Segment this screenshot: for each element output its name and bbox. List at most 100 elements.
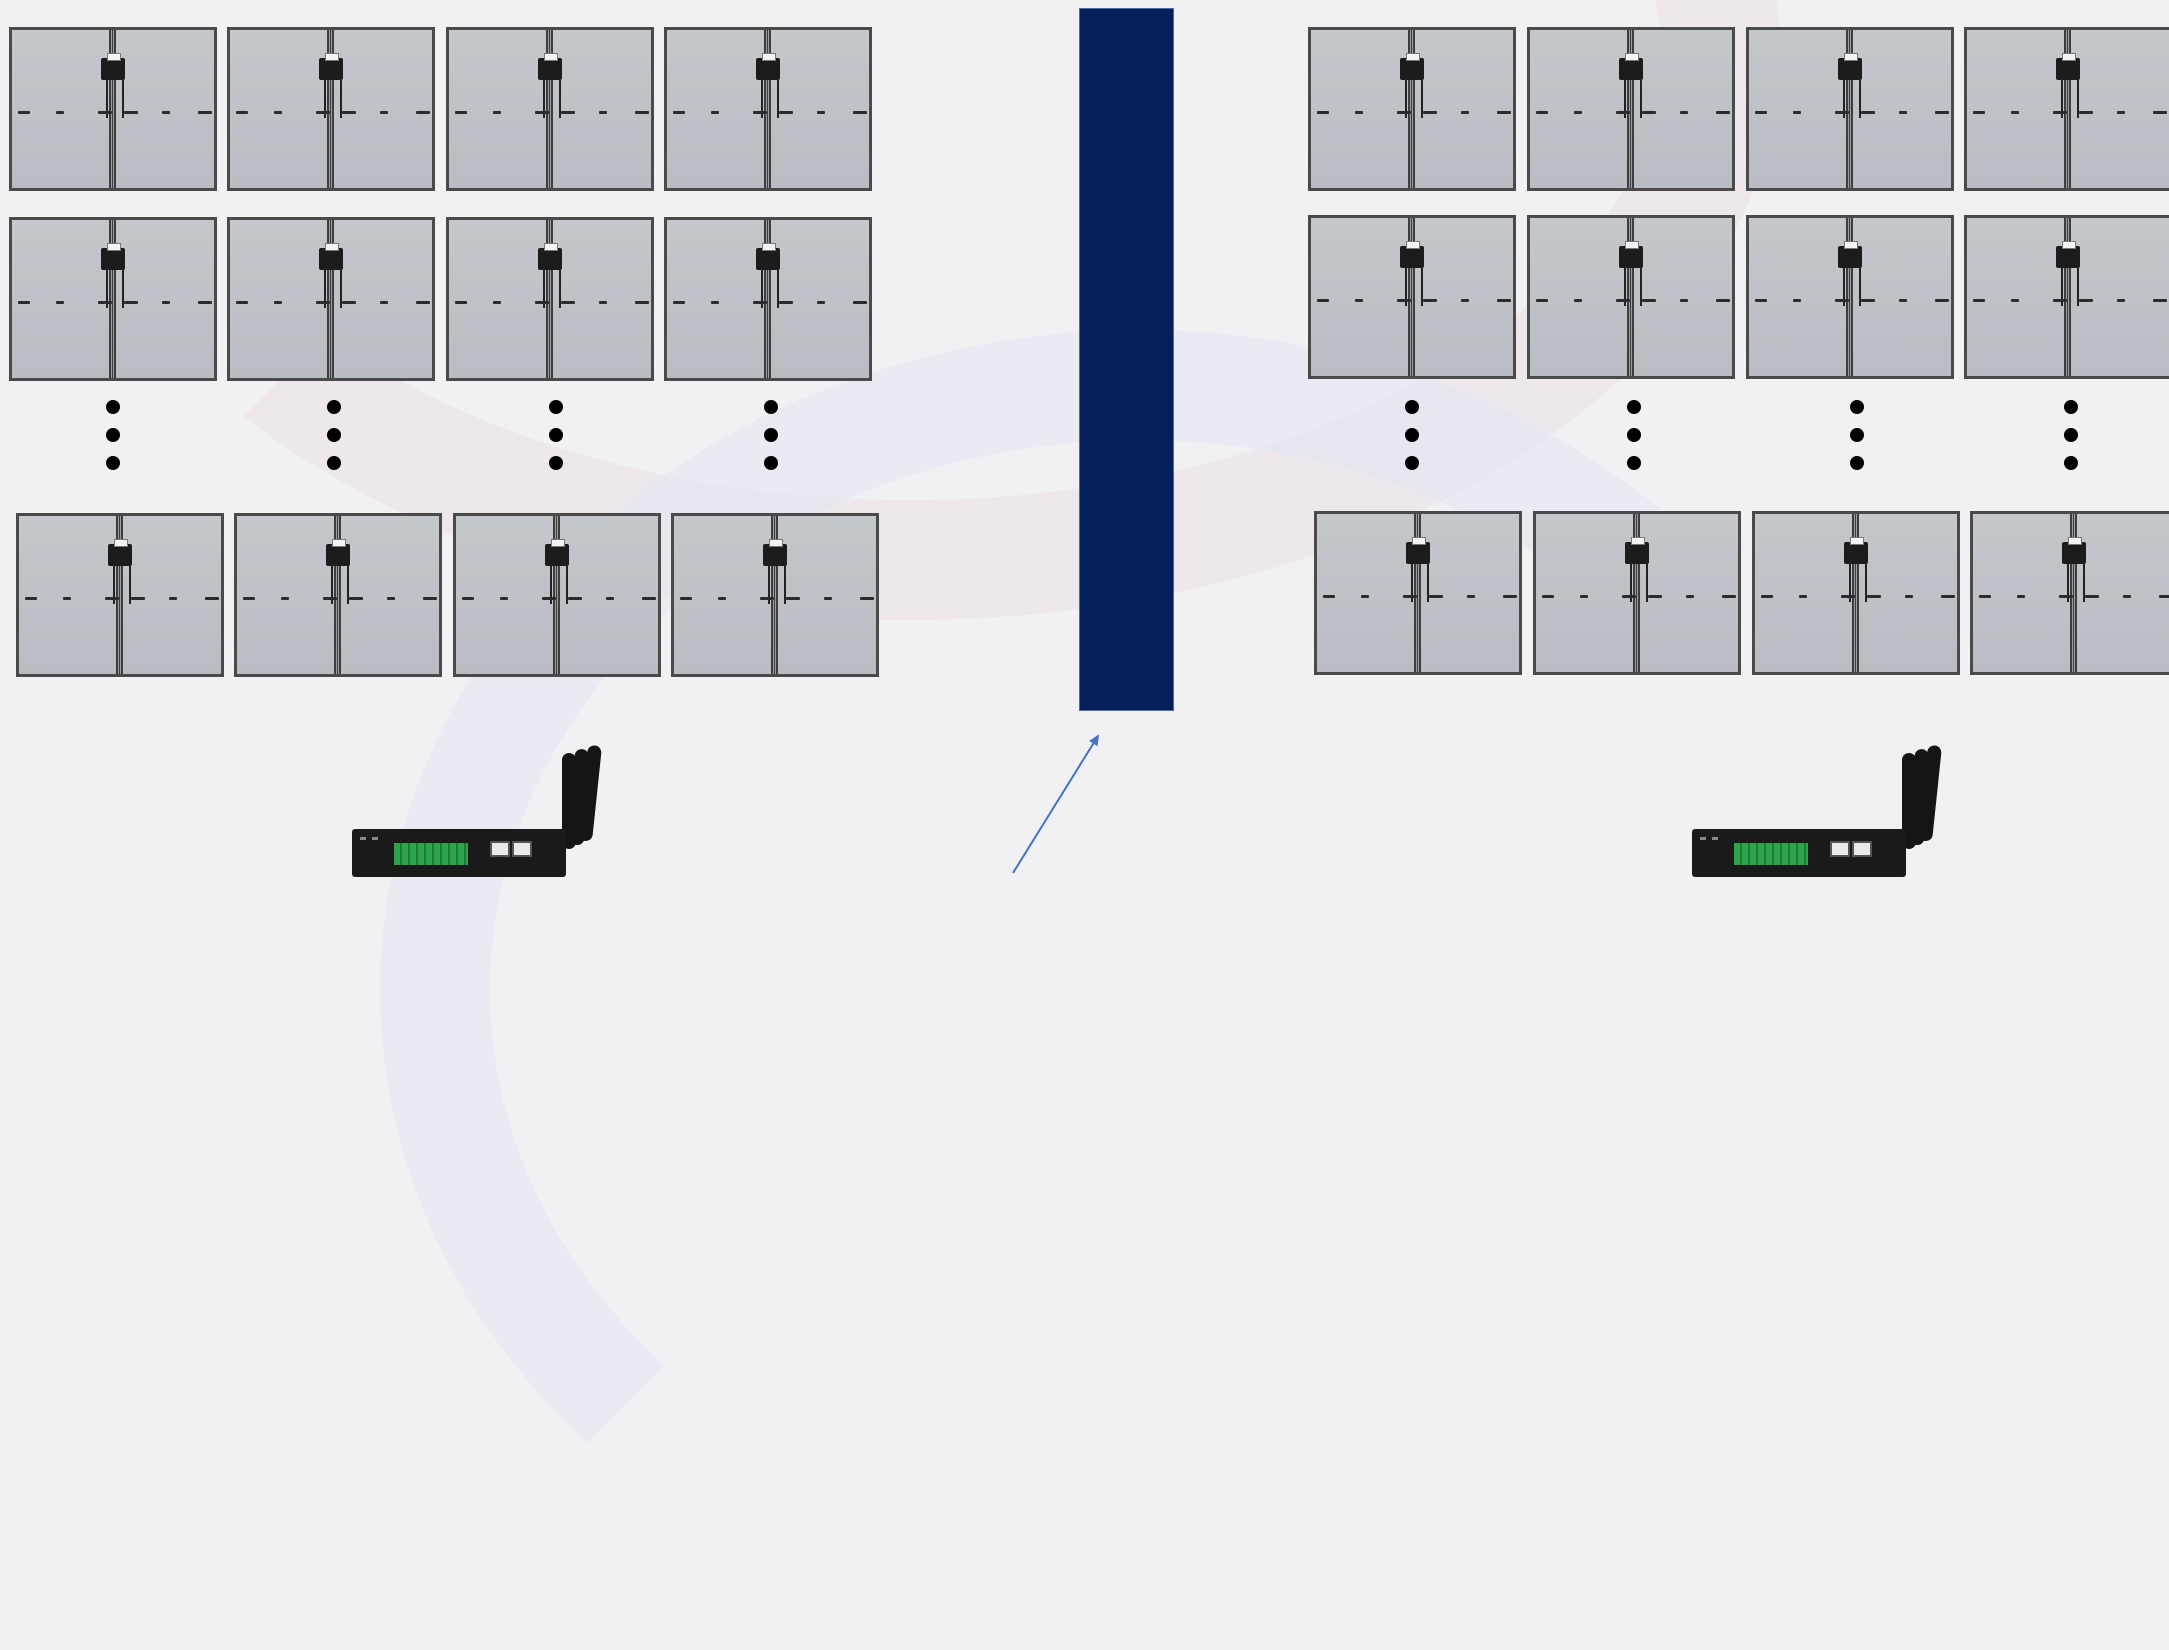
- junction-box-icon: [1844, 537, 1868, 564]
- dot: [2064, 400, 2078, 414]
- cable-icon: [1624, 78, 1642, 118]
- solar-panel: [9, 27, 217, 191]
- central-column: [1079, 8, 1174, 711]
- solar-panel: [1527, 27, 1735, 191]
- junction-box-icon: [2056, 53, 2080, 80]
- antenna-icon: [1902, 753, 1916, 849]
- cable-icon: [761, 78, 779, 118]
- junction-box-icon: [319, 53, 343, 80]
- cable-icon: [543, 78, 561, 118]
- junction-box-icon: [545, 539, 569, 566]
- dot: [1627, 428, 1641, 442]
- junction-box-icon: [1619, 241, 1643, 268]
- junction-box-icon: [2062, 537, 2086, 564]
- junction-box-icon: [1838, 241, 1862, 268]
- dot: [764, 428, 778, 442]
- solar-panel: [1746, 27, 1954, 191]
- dot: [1627, 456, 1641, 470]
- junction-box-icon: [1400, 53, 1424, 80]
- junction-box-icon: [2056, 241, 2080, 268]
- solar-panel: [446, 27, 654, 191]
- cable-icon: [106, 268, 124, 308]
- junction-box-icon: [326, 539, 350, 566]
- solar-panel: [1752, 511, 1960, 675]
- cable-icon: [768, 564, 786, 604]
- dot: [2064, 428, 2078, 442]
- cable-icon: [1405, 266, 1423, 306]
- ellipsis-dots: [106, 400, 120, 484]
- cable-icon: [2061, 78, 2079, 118]
- gateway-body: [352, 829, 566, 877]
- junction-box-icon: [101, 243, 125, 270]
- antenna-icon: [562, 753, 576, 849]
- solar-panel: [227, 217, 435, 381]
- solar-panel: [1533, 511, 1741, 675]
- dot: [1405, 428, 1419, 442]
- junction-box-icon: [1619, 53, 1643, 80]
- dot: [549, 400, 563, 414]
- solar-panel: [1308, 215, 1516, 379]
- solar-panel: [1308, 27, 1516, 191]
- dot: [327, 428, 341, 442]
- ethernet-port-icon: [1852, 841, 1872, 857]
- ellipsis-dots: [1627, 400, 1641, 484]
- cable-icon: [1405, 78, 1423, 118]
- junction-box-icon: [756, 53, 780, 80]
- junction-box-icon: [538, 243, 562, 270]
- solar-panel: [446, 217, 654, 381]
- solar-panel: [1964, 27, 2169, 191]
- gateway-device-left: [352, 744, 612, 877]
- dot: [1405, 400, 1419, 414]
- ellipsis-dots: [549, 400, 563, 484]
- dot: [764, 400, 778, 414]
- solar-panel: [234, 513, 442, 677]
- cable-icon: [1411, 562, 1429, 602]
- solar-panel: [664, 217, 872, 381]
- dot: [1850, 428, 1864, 442]
- cable-icon: [331, 564, 349, 604]
- terminal-block: [394, 843, 468, 865]
- solar-panel: [453, 513, 661, 677]
- cable-icon: [106, 78, 124, 118]
- dot: [764, 456, 778, 470]
- cable-icon: [761, 268, 779, 308]
- cable-icon: [1843, 266, 1861, 306]
- solar-panel: [1746, 215, 1954, 379]
- cable-icon: [543, 268, 561, 308]
- solar-panel: [227, 27, 435, 191]
- solar-panel: [1314, 511, 1522, 675]
- terminal-block: [1734, 843, 1808, 865]
- ethernet-port-icon: [512, 841, 532, 857]
- dot: [106, 456, 120, 470]
- solar-panel: [1964, 215, 2169, 379]
- solar-panel: [9, 217, 217, 381]
- cable-icon: [2067, 562, 2085, 602]
- gateway-body: [1692, 829, 1906, 877]
- ellipsis-dots: [327, 400, 341, 484]
- junction-box-icon: [319, 243, 343, 270]
- dot: [1850, 400, 1864, 414]
- dot: [549, 428, 563, 442]
- solar-panel: [16, 513, 224, 677]
- junction-box-icon: [108, 539, 132, 566]
- cable-icon: [2061, 266, 2079, 306]
- dot: [1850, 456, 1864, 470]
- ethernet-port-icon: [1830, 841, 1850, 857]
- junction-box-icon: [756, 243, 780, 270]
- dot: [106, 428, 120, 442]
- junction-box-icon: [763, 539, 787, 566]
- dot: [106, 400, 120, 414]
- junction-box-icon: [1625, 537, 1649, 564]
- arrow-line: [1012, 734, 1100, 874]
- cable-icon: [324, 268, 342, 308]
- cable-icon: [1630, 562, 1648, 602]
- cable-icon: [550, 564, 568, 604]
- junction-box-icon: [101, 53, 125, 80]
- cable-icon: [1849, 562, 1867, 602]
- pointer-arrow: [1012, 734, 1100, 874]
- ethernet-port-icon: [490, 841, 510, 857]
- dot: [1627, 400, 1641, 414]
- cable-icon: [1843, 78, 1861, 118]
- ellipsis-dots: [1405, 400, 1419, 484]
- ellipsis-dots: [2064, 400, 2078, 484]
